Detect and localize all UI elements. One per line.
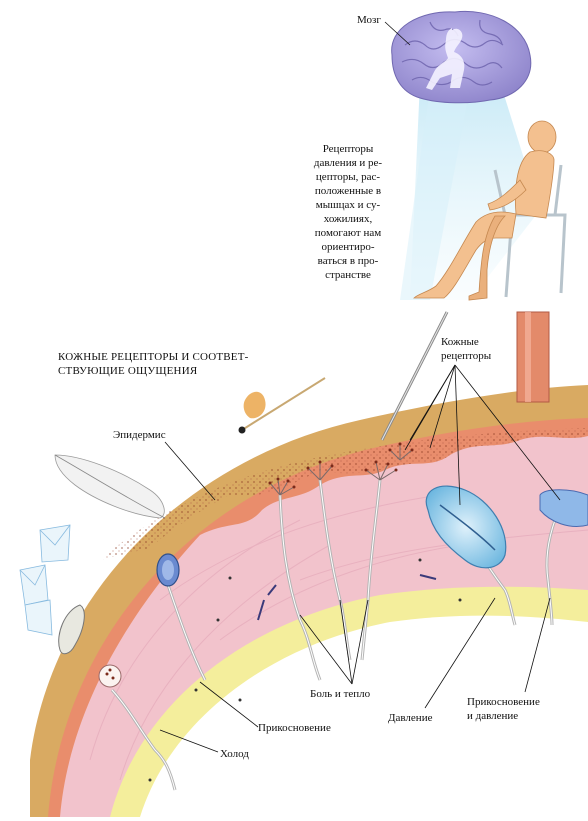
skin-receptors-line-2: рецепторы [441,350,492,362]
touch-receptor [156,553,180,587]
proprio-line-5: мышцах и су- [316,199,381,211]
cold-label-group: Холод [159,729,249,760]
proprio-line-3: цепторы, рас- [316,171,380,183]
section-title: КОЖНЫЕ РЕЦЕПТОРЫ И СООТВЕТ- СТВУЮЩИЕ ОЩУ… [58,351,249,377]
proprioception-text: Рецепторы давления и ре- цепторы, рас- п… [314,143,383,281]
epidermis-label: Эпидермис [113,429,166,441]
touch-pressure-line-1: Прикосновение [467,696,540,708]
proprio-line-10: странстве [325,269,371,281]
section-title-line-2: СТВУЮЩИЕ ОЩУЩЕНИЯ [58,365,198,377]
pain-heat-label-group: Боль и тепло [299,599,371,700]
seated-person [413,120,567,301]
proprio-line-9: ваться в про- [318,255,379,267]
pressure-label: Давление [388,712,433,724]
proprio-line-8: ориентиро- [321,241,374,253]
skin-receptors-label: Кожные рецепторы [404,336,561,506]
stone-icon [58,604,85,655]
touch-pressure-line-2: и давление [467,710,518,722]
touch-pressure-receptor [539,489,588,527]
proprio-line-1: Рецепторы [323,143,374,155]
pressure-receptor [425,485,507,569]
cold-label: Холод [220,748,249,760]
proprio-line-6: хожилиях, [324,213,373,225]
section-title-line-1: КОЖНЫЕ РЕЦЕПТОРЫ И СООТВЕТ- [58,351,249,363]
proprio-line-2: давления и ре- [314,157,383,169]
light-beam-2 [400,88,470,300]
inner-tissue [140,615,588,817]
brain-and-body: Мозг Рецепторы давления и ре- цепторы, р… [314,10,567,301]
ice-crystals-icon [19,524,71,636]
skin-receptors-line-1: Кожные [441,336,479,348]
brain-leader [384,21,411,46]
proprio-line-7: помогают нам [315,227,381,239]
cold-receptor [98,664,122,688]
touch-label-group: Прикосновение [199,681,331,734]
pressure-label-group: Давление [388,597,496,724]
brain-label: Мозг [357,14,381,26]
match-icon [238,377,326,434]
pain-heat-label: Боль и тепло [310,688,371,700]
touch-pressure-label-group: Прикосновение и давление [467,597,551,722]
free-nerve-endings [269,444,413,496]
skin-cross-section [19,311,588,817]
proprio-line-4: положенные в [315,185,381,197]
touch-label: Прикосновение [258,722,331,734]
hair-shaft [516,311,550,403]
